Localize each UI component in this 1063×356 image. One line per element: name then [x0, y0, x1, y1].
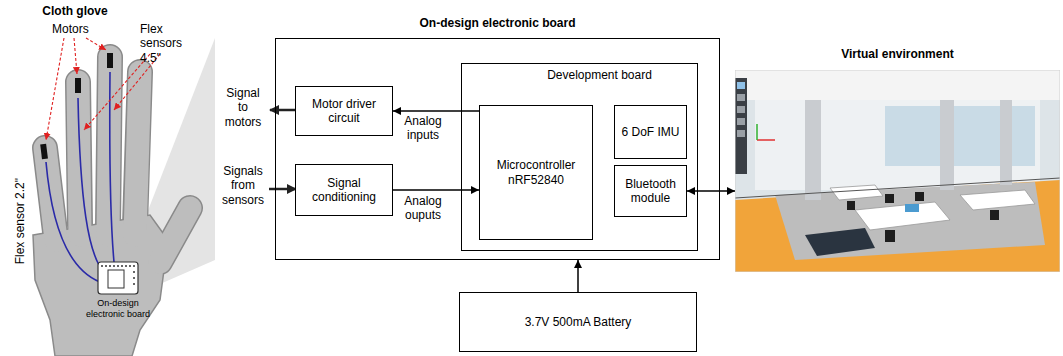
fingers: [45, 57, 190, 262]
connector-arrow: [393, 189, 479, 191]
annotation-label: Cloth glove: [20, 4, 130, 18]
connector-arrow: [393, 110, 479, 112]
box-heading: On-design electronic board: [236, 16, 759, 30]
flex-sensor-wires: [46, 72, 114, 282]
palm-board: [98, 262, 138, 294]
annotation-label: Signal to motors: [220, 86, 266, 129]
annotation-label: Flex sensor 2.2": [13, 171, 27, 271]
block-box: 3.7V 500mA Battery: [459, 292, 697, 352]
block-box: Signal conditioning: [295, 164, 393, 216]
block-box: Motor driver circuit: [295, 86, 393, 136]
connector-arrow: [577, 260, 579, 292]
box-label: Signal conditioning: [296, 174, 392, 207]
box-label: Motor driver circuit: [296, 95, 392, 128]
annotation-label: Analog ouputs: [392, 194, 454, 223]
box-label: 3.7V 500mA Battery: [521, 313, 636, 331]
annotation-label: Analog inputs: [392, 114, 454, 143]
connector-arrow: [687, 190, 735, 192]
block-box: Microcontroller nRF52840: [479, 105, 593, 240]
block-box: 6 DoF IMU: [614, 105, 687, 159]
annotation-label: Motors: [52, 22, 102, 36]
annotation-label: Signals from sensors: [220, 164, 266, 207]
box-label: Bluetooth module: [615, 175, 686, 208]
signal-arrows: [269, 110, 297, 189]
scene-panel: Virtual environment: [735, 70, 1060, 272]
annotation-label: Flex sensors 4.5": [140, 22, 206, 65]
scene-render: [735, 70, 1060, 272]
annotation-label: On-design electronic board: [78, 298, 158, 320]
box-label: Microcontroller nRF52840: [480, 156, 592, 189]
box-heading: Development board: [462, 68, 697, 82]
box-label: 6 DoF IMU: [617, 123, 683, 141]
block-box: Bluetooth module: [614, 165, 687, 217]
block-box: Development boardMicrocontroller nRF5284…: [461, 63, 698, 251]
box-heading: Virtual environment: [695, 47, 1063, 61]
block-box: On-design electronic boardMotor driver c…: [275, 38, 720, 260]
